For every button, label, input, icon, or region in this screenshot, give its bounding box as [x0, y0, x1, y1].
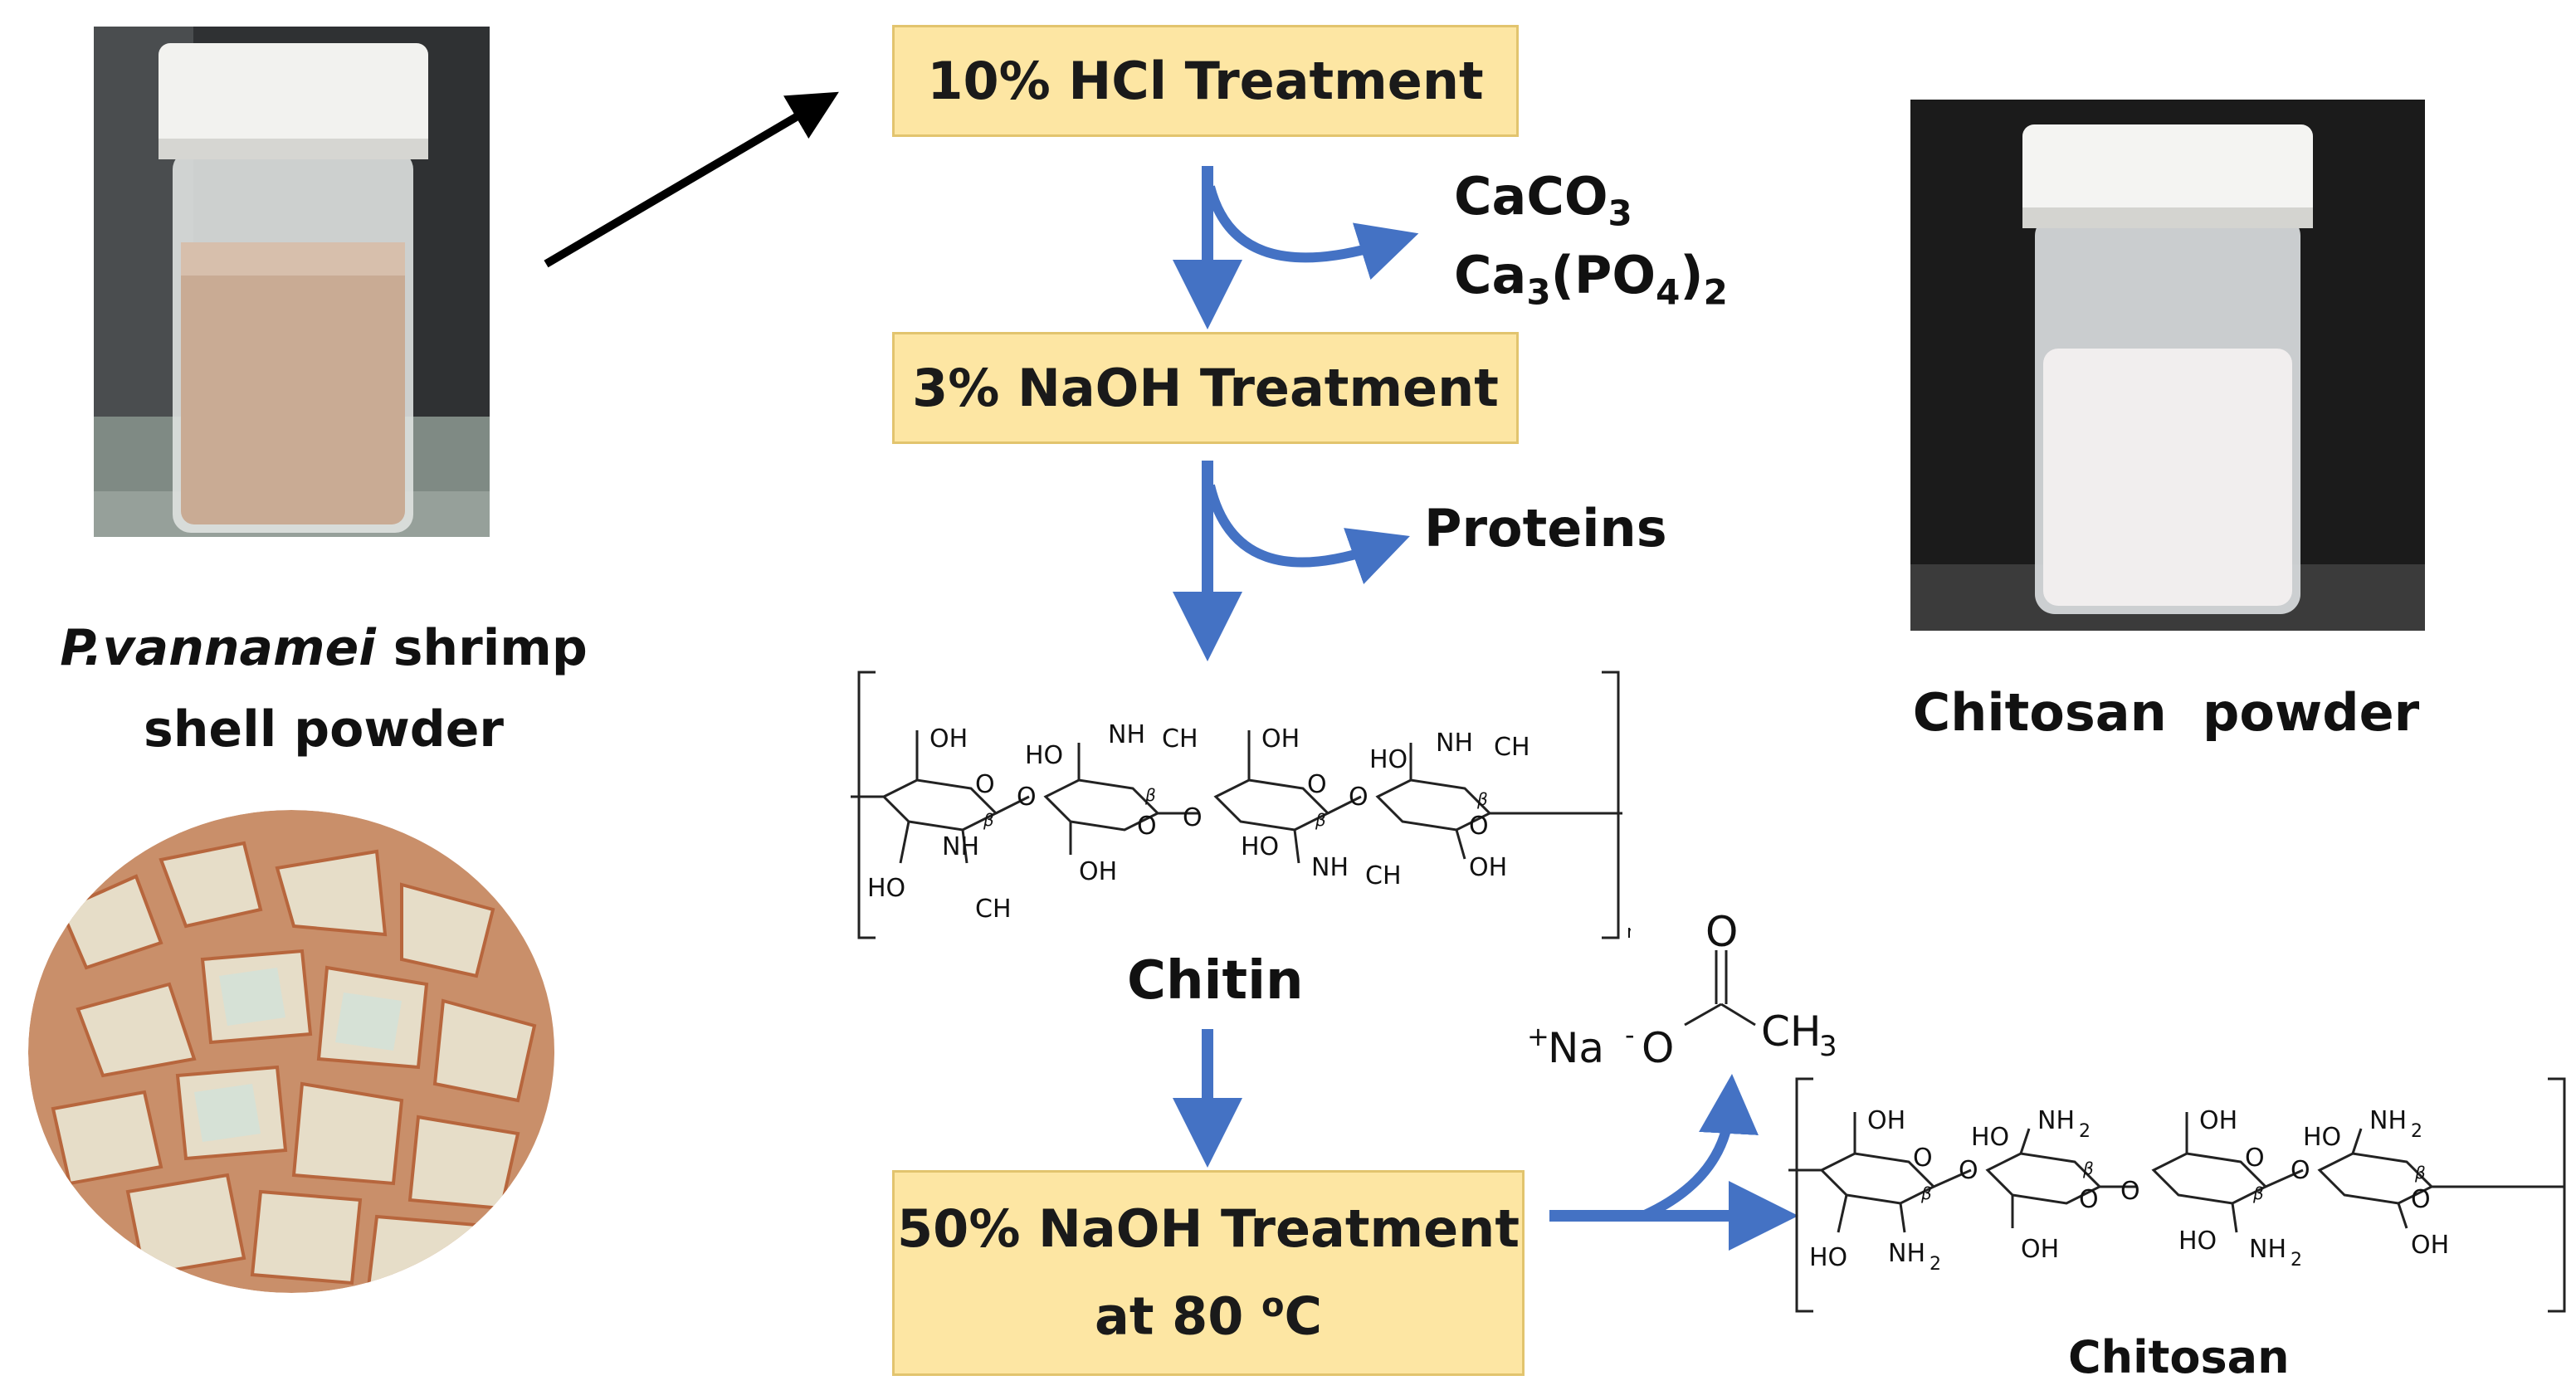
naoh-50-treatment-box: 50% NaOH Treatment at 80 oC — [892, 1170, 1525, 1376]
hcl-treatment-label: 10% HCl Treatment — [927, 51, 1484, 111]
naoh-3-treatment-label: 3% NaOH Treatment — [912, 358, 1499, 418]
caco3-label: CaCO3 — [1454, 166, 1632, 234]
svg-text:O: O — [1307, 770, 1327, 799]
svg-text:NH: NH — [2037, 1106, 2075, 1135]
svg-text:OH: OH — [2411, 1231, 2449, 1260]
svg-text:NH: NH — [942, 832, 979, 861]
chitin-structure: OH O HO NH CH O HO NH CH O OH O OH O HO … — [851, 671, 1631, 943]
svg-text:β: β — [2082, 1159, 2094, 1178]
svg-text:O: O — [2120, 1177, 2140, 1206]
curved-arrow-1 — [1205, 185, 1419, 280]
svg-text:O: O — [2411, 1185, 2431, 1214]
shrimp-powder-jar-photo — [94, 27, 490, 537]
svg-text:2: 2 — [2411, 1121, 2422, 1142]
shrimp-word: shrimp — [375, 619, 588, 677]
svg-text:CH: CH — [1494, 733, 1530, 762]
svg-text:O: O — [2291, 1156, 2310, 1185]
svg-text:CH: CH — [975, 895, 1012, 924]
svg-text:2: 2 — [2291, 1250, 2302, 1271]
svg-text:O: O — [1469, 812, 1489, 841]
naoh-3-treatment-box: 3% NaOH Treatment — [892, 332, 1519, 444]
curved-arrow-2 — [1205, 484, 1410, 584]
svg-text:β: β — [1315, 810, 1326, 830]
svg-text:+: + — [1527, 1021, 1549, 1052]
svg-text:HO: HO — [1971, 1123, 2009, 1152]
svg-text:HO: HO — [1025, 741, 1063, 770]
proteins-label: Proteins — [1424, 498, 1667, 559]
svg-text:O: O — [1913, 1144, 1933, 1173]
svg-text:O: O — [1959, 1156, 1978, 1185]
shell-powder-word: shell powder — [144, 700, 504, 759]
chitosan-powder-jar-photo — [1910, 100, 2425, 631]
svg-text:O: O — [1642, 1024, 1674, 1072]
svg-text:HO: HO — [1809, 1243, 1847, 1272]
svg-text:OH: OH — [1261, 724, 1300, 754]
svg-text:OH: OH — [1867, 1106, 1905, 1135]
svg-text:O: O — [1137, 812, 1157, 841]
svg-text:O: O — [1349, 783, 1368, 812]
svg-text:NH: NH — [1311, 853, 1349, 882]
svg-text:OH: OH — [2021, 1235, 2059, 1264]
svg-text:β: β — [1920, 1183, 1932, 1203]
svg-text:OH: OH — [1079, 857, 1117, 886]
curved-arrow-acetate — [1641, 1074, 1759, 1221]
svg-text:HO: HO — [867, 874, 905, 903]
svg-text:HO: HO — [2303, 1123, 2341, 1152]
svg-text:n: n — [1627, 922, 1631, 943]
svg-text:HO: HO — [1369, 745, 1408, 774]
svg-text:NH: NH — [1108, 720, 1145, 749]
chitosan-label: Chitosan — [2068, 1331, 2290, 1383]
chitin-label: Chitin — [1127, 950, 1304, 1012]
chitosan-structure: OH O HO NH 2 O HO NH 2 O OH O OH O HO NH… — [1788, 1077, 2566, 1313]
svg-text:OH: OH — [929, 724, 968, 754]
svg-text:NH: NH — [2369, 1106, 2407, 1135]
degree-sign: o — [1261, 1286, 1285, 1325]
svg-text:NH: NH — [1888, 1239, 1925, 1268]
svg-text:OH: OH — [2199, 1106, 2237, 1135]
svg-text:β: β — [983, 810, 994, 830]
svg-text:NH: NH — [1436, 729, 1473, 758]
svg-text:Na: Na — [1548, 1024, 1604, 1072]
svg-text:β: β — [1144, 785, 1156, 805]
svg-text:O: O — [2245, 1144, 2265, 1173]
svg-text:HO: HO — [2178, 1227, 2217, 1256]
svg-text:HO: HO — [1241, 832, 1279, 861]
svg-text:-: - — [1625, 1019, 1635, 1051]
svg-text:β: β — [2252, 1183, 2264, 1203]
svg-text:O: O — [2079, 1185, 2099, 1214]
svg-text:2: 2 — [2079, 1121, 2091, 1142]
shrimp-shell-caption: P.vannamei shrimp shell powder — [33, 607, 614, 770]
species-name: P.vannamei — [60, 619, 376, 677]
svg-text:O: O — [1705, 908, 1738, 956]
shrimp-shell-flakes-photo — [28, 810, 555, 1293]
chitosan-powder-caption: Chitosan powder — [1912, 682, 2420, 743]
svg-text:O: O — [1017, 783, 1037, 812]
calcium-phosphate-label: Ca3(PO4)2 — [1454, 245, 1728, 313]
svg-text:β: β — [2414, 1163, 2426, 1183]
temperature-label: at 80 oC — [1095, 1285, 1322, 1347]
hcl-treatment-box: 10% HCl Treatment — [892, 25, 1519, 137]
svg-text:O: O — [975, 770, 995, 799]
svg-text:O: O — [1183, 803, 1203, 832]
sodium-acetate-structure: O + Na - O CH 3 — [1527, 908, 1837, 1072]
svg-text:CH: CH — [1365, 861, 1402, 890]
svg-text:CH: CH — [1162, 724, 1198, 754]
svg-text:CH: CH — [1761, 1007, 1822, 1056]
svg-text:NH: NH — [2249, 1235, 2286, 1264]
svg-text:β: β — [1476, 789, 1488, 809]
naoh-50-treatment-label: 50% NaOH Treatment — [897, 1198, 1520, 1260]
black-arrow — [544, 91, 839, 268]
svg-text:3: 3 — [1819, 1030, 1837, 1063]
svg-text:2: 2 — [1930, 1254, 1941, 1275]
svg-text:OH: OH — [1469, 853, 1507, 882]
